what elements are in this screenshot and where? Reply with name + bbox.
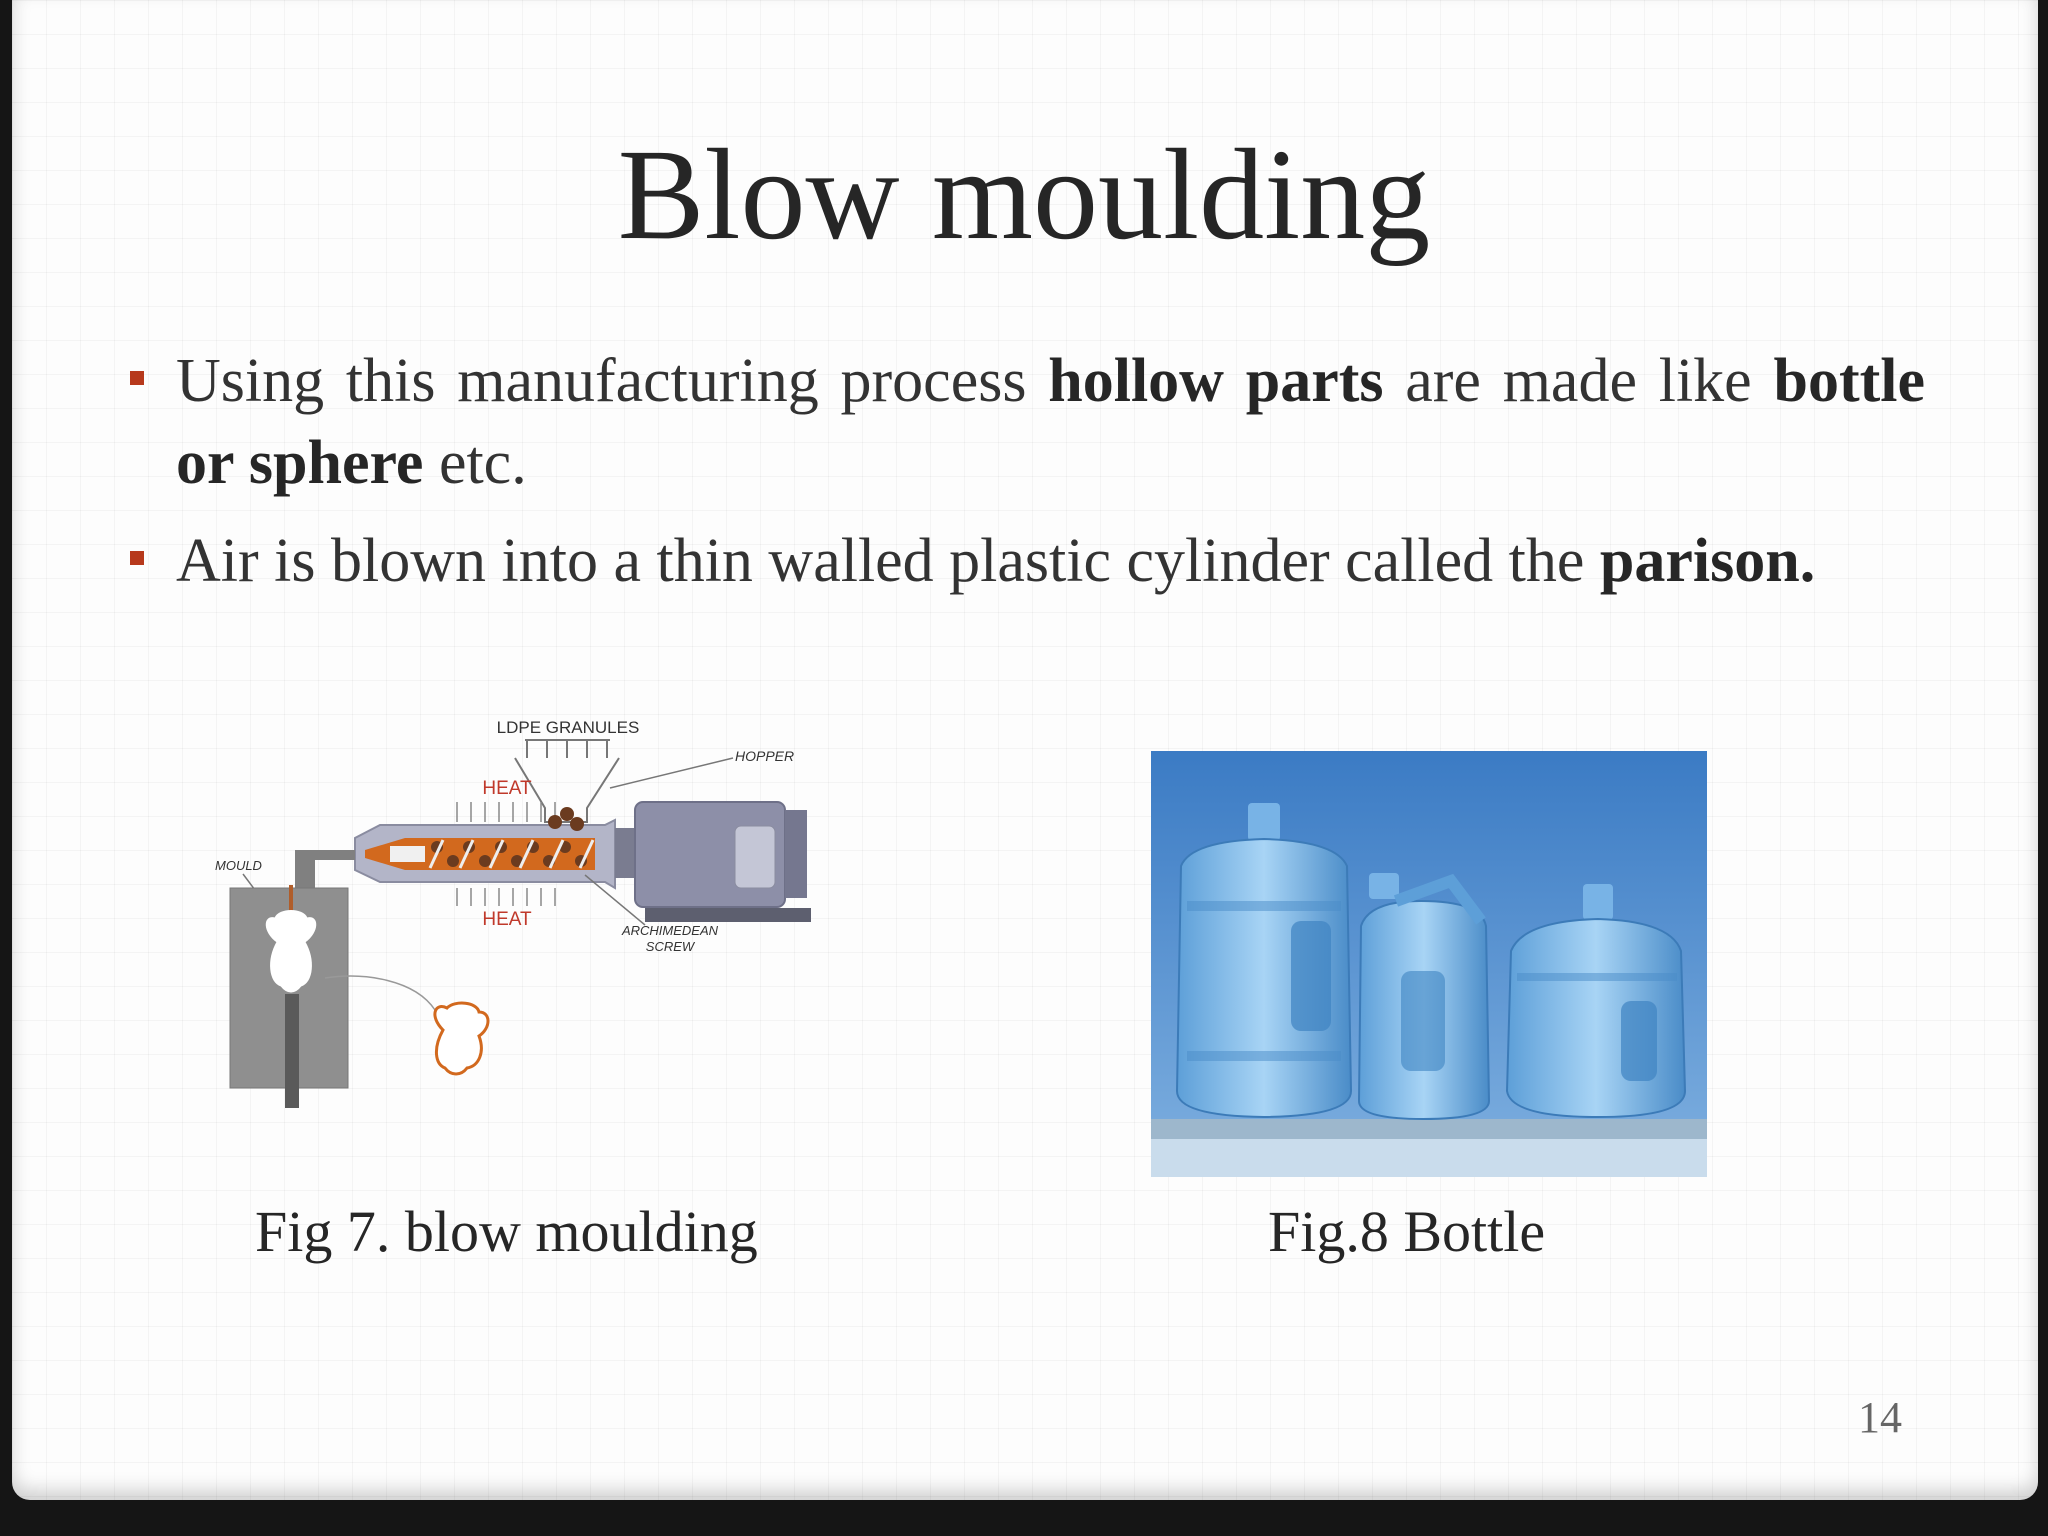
bullet-text: are made like bbox=[1383, 347, 1774, 415]
screw-label-line1: ARCHIMEDEAN bbox=[621, 923, 719, 938]
figure-8-caption: Fig.8 Bottle bbox=[1268, 1199, 1546, 1264]
heat-top-label: HEAT bbox=[482, 778, 532, 799]
bullet-list: Using this manufacturing process hollow … bbox=[120, 340, 1925, 618]
slide-title: Blow moulding bbox=[617, 123, 1431, 267]
motor-base bbox=[645, 908, 811, 922]
teddy-in-mould bbox=[265, 910, 317, 993]
bullet-text: Air is blown into a thin walled plastic … bbox=[176, 527, 1600, 595]
ldpe-granules-label: LDPE GRANULES bbox=[497, 718, 640, 737]
bullet-square-icon bbox=[130, 371, 144, 385]
heat-arrows-bottom bbox=[456, 888, 556, 906]
screw-label-line2: SCREW bbox=[646, 939, 696, 954]
bullet-bold-text: hollow parts bbox=[1048, 347, 1384, 415]
mould-label: MOULD bbox=[215, 858, 262, 873]
bullet-item: Using this manufacturing process hollow … bbox=[120, 340, 1925, 504]
screw-flights bbox=[428, 839, 595, 869]
hopper bbox=[514, 757, 620, 823]
figure-7-caption: Fig 7. blow moulding bbox=[255, 1199, 758, 1264]
bullet-text: etc. bbox=[423, 429, 527, 497]
ejected-teddy bbox=[433, 1001, 490, 1076]
heat-bottom-label: HEAT bbox=[482, 909, 532, 930]
bullet-item: Air is blown into a thin walled plastic … bbox=[120, 520, 1925, 602]
heat-arrows-top bbox=[456, 802, 556, 822]
granules bbox=[431, 807, 587, 867]
large-water-jug bbox=[1175, 803, 1353, 1119]
page-number: 14 bbox=[1858, 1393, 1902, 1442]
hopper-label: HOPPER bbox=[735, 748, 794, 764]
small-water-jug bbox=[1505, 884, 1687, 1119]
bullet-bold-text: parison. bbox=[1599, 527, 1816, 595]
slide bbox=[12, 0, 2038, 1500]
bullet-square-icon bbox=[130, 551, 144, 565]
bullet-text: Using this manufacturing process bbox=[176, 347, 1049, 415]
bullet-bold-text: bottle or sphere bbox=[176, 347, 1925, 497]
blow-moulding-diagram: LDPE GRANULES HOPPER HEAT bbox=[215, 718, 811, 1108]
granule-arrows bbox=[526, 740, 608, 758]
handled-water-jug bbox=[1357, 873, 1491, 1121]
bottles-photo bbox=[1151, 751, 1707, 1177]
